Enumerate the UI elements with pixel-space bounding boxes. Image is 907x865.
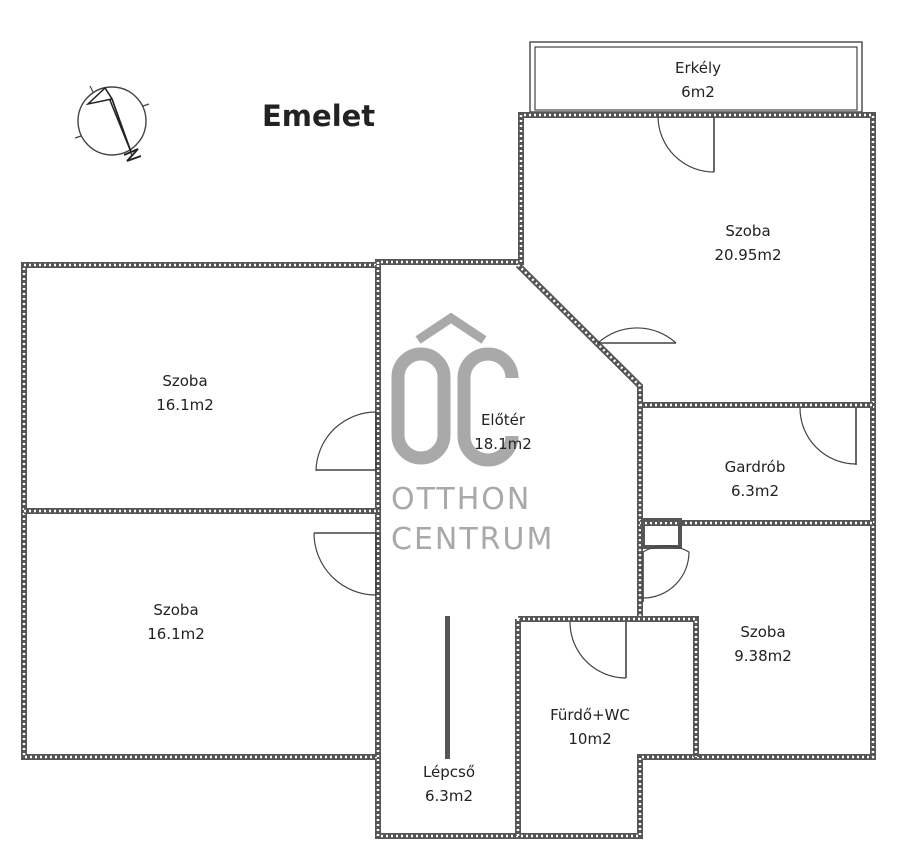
room-name: Szoba — [740, 623, 786, 641]
interior-walls — [24, 262, 873, 836]
room-name: Szoba — [725, 222, 771, 240]
room-name: Előtér — [480, 411, 526, 429]
room-area: 9.38m2 — [734, 647, 792, 665]
room-area: 6m2 — [681, 83, 715, 101]
north-arrow-icon — [74, 85, 150, 162]
room-name: Erkély — [674, 59, 722, 77]
room-label-szoba-w1: Szoba 16.1m2 — [156, 369, 214, 417]
room-label-szoba-ne: Szoba 20.95m2 — [714, 219, 781, 267]
room-name: Fürdő+WC — [550, 706, 630, 724]
door-szoba-w2 — [313, 532, 377, 596]
door-szoba-se — [642, 545, 690, 602]
room-area: 16.1m2 — [147, 625, 205, 643]
room-area: 6.3m2 — [730, 482, 779, 500]
watermark-line1: OTTHON — [391, 482, 532, 517]
room-area: 16.1m2 — [156, 396, 214, 414]
room-label-szoba-se: Szoba 9.38m2 — [734, 620, 792, 668]
room-area: 10m2 — [568, 730, 612, 748]
room-label-gardrob: Gardrób 6.3m2 — [725, 455, 786, 503]
door-furdo — [569, 621, 627, 679]
room-area: 18.1m2 — [474, 435, 532, 453]
room-label-szoba-w2: Szoba 16.1m2 — [147, 598, 205, 646]
room-label-furdo: Fürdő+WC 10m2 — [550, 703, 630, 751]
stair-handrail — [445, 616, 450, 759]
watermark-line2: CENTRUM — [391, 522, 555, 557]
room-label-erkely: Erkély 6m2 — [675, 56, 721, 104]
room-name: Szoba — [153, 601, 199, 619]
room-label-eloter: Előtér 18.1m2 — [474, 408, 532, 456]
door-szoba-w1 — [315, 411, 377, 472]
room-name: Gardrób — [724, 458, 786, 476]
floor-title: Emelet — [262, 99, 376, 133]
room-name: Szoba — [162, 372, 208, 390]
room-name: Lépcső — [422, 763, 476, 781]
door-balcony — [657, 116, 715, 173]
room-area: 6.3m2 — [424, 787, 473, 805]
door-szoba-ne — [597, 327, 677, 344]
room-label-lepcso: Lépcső 6.3m2 — [423, 760, 475, 808]
room-area: 20.95m2 — [714, 246, 782, 264]
otthon-centrum-logo-mark — [391, 312, 519, 467]
door-gardrob — [799, 407, 857, 465]
